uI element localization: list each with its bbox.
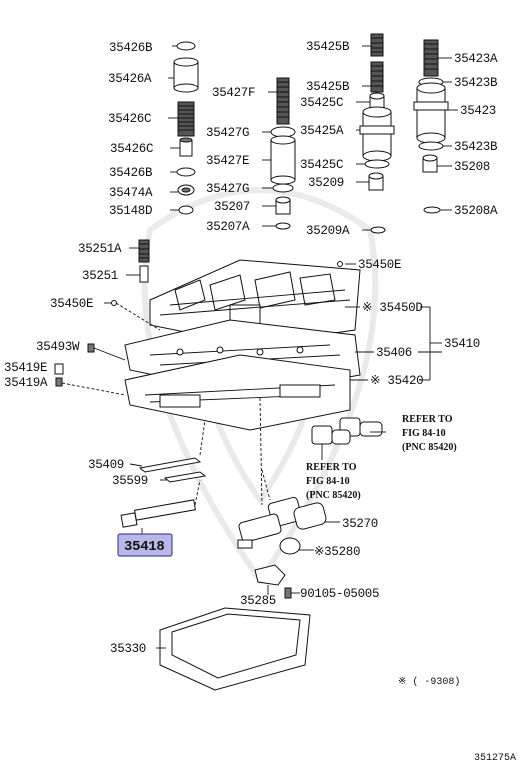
part-35423-sleeve [413,82,458,144]
part-35425A-sleeve [356,106,395,162]
label-35251[interactable]: 35251 [82,269,118,283]
label-35423B-1[interactable]: 35423B [454,76,498,90]
label-35425A[interactable]: 35425A [300,124,344,138]
label-35209A[interactable]: 35209A [306,224,350,238]
part-35148D [170,205,194,215]
label-35270[interactable]: 35270 [342,517,378,531]
part-35419A [55,377,126,396]
part-35425C-ring [356,159,390,169]
label-35493W[interactable]: 35493W [36,340,80,354]
label-35425B-1[interactable]: 35425B [306,40,350,54]
figure-code: 351275A [474,753,516,764]
refer-note-2-line2: FIG 84-10 [306,476,350,487]
label-35427E[interactable]: 35427E [206,154,250,168]
label-35251A[interactable]: 35251A [78,242,122,256]
part-35208 [422,154,452,173]
refer-note-1-line3: (PNC 85420) [402,442,457,453]
label-35423B-2[interactable]: 35423B [454,140,498,154]
part-35426B-top [172,41,196,51]
part-35425B-spring-mid [362,61,384,93]
label-35427G-1[interactable]: 35427G [206,126,250,140]
label-35426B-top[interactable]: 35426B [109,41,153,55]
label-35280[interactable]: ※35280 [314,545,360,559]
part-35423B-ring-bottom [418,141,452,151]
refer-note-2-line3: (PNC 85420) [306,490,361,501]
part-35599-plate [160,471,207,483]
label-35285[interactable]: 35285 [240,594,276,608]
label-35426A[interactable]: 35426A [108,72,152,86]
label-35425C-1[interactable]: 35425C [300,96,344,110]
part-35426C-piston [170,137,193,157]
label-35207[interactable]: 35207 [214,200,250,214]
part-35425C-piston [356,92,385,111]
label-35406[interactable]: 35406 [376,346,412,360]
part-35423A-spring [423,39,452,77]
valve-body-lower [124,354,351,431]
label-35426C-2[interactable]: 35426C [110,142,154,156]
label-35418-highlight [117,533,173,557]
valve-body-upper [149,259,361,346]
part-35474A [170,184,195,196]
label-35450D[interactable]: ※ 35450D [362,301,423,315]
label-35474A[interactable]: 35474A [109,186,153,200]
label-35207A[interactable]: 35207A [206,220,250,234]
part-35251-plug [126,265,149,283]
part-90105-bolt [284,587,300,599]
refer-note-2-line1: REFER TO [306,462,357,473]
refer-note-1-line1: REFER TO [402,414,453,425]
label-35419A[interactable]: 35419A [4,376,48,390]
part-35207A [262,222,291,230]
label-35419E[interactable]: 35419E [4,361,48,375]
part-35251A-spring [129,239,150,263]
label-35425B-2[interactable]: 35425B [306,80,350,94]
label-35208[interactable]: 35208 [454,160,490,174]
reference-note-1: REFER TO FIG 84-10 (PNC 85420) [402,414,457,453]
part-35427F-spring [268,77,290,125]
part-35280-solenoid [237,513,314,555]
solenoid-ref-2 [311,425,351,460]
footnote-production-date: ※ ( -9308) [398,676,460,688]
label-90105-05005[interactable]: 90105-05005 [300,587,380,601]
label-35427F[interactable]: 35427F [212,86,256,100]
label-35423A[interactable]: 35423A [454,52,498,66]
part-35418-tube [120,499,196,540]
part-35209A [362,226,386,234]
part-35419E [54,363,64,375]
label-35450E-1[interactable]: 35450E [358,258,402,272]
label-35427G-2[interactable]: 35427G [206,182,250,196]
part-35427E-sleeve [262,135,296,185]
part-35427G-ring-2 [262,183,294,193]
part-35426A-cap [168,57,199,93]
part-35427G-ring [262,126,296,138]
refer-note-1-line2: FIG 84-10 [402,428,446,439]
part-35426B-bottom [170,167,196,177]
part-35330-oil-pan [156,607,311,691]
label-35426C-1[interactable]: 35426C [108,112,152,126]
part-35208A [423,206,452,214]
reference-note-2: REFER TO FIG 84-10 (PNC 85420) [306,462,361,501]
label-35426B-bottom[interactable]: 35426B [109,166,153,180]
part-labels: 35426B 35426A 35426C 35426C 35426B 35474… [4,40,498,656]
label-35425C-2[interactable]: 35425C [300,158,344,172]
label-35423[interactable]: 35423 [460,104,496,118]
label-35599[interactable]: 35599 [112,474,148,488]
label-35420[interactable]: ※ 35420 [370,374,424,388]
label-35450E-2[interactable]: 35450E [50,297,94,311]
label-35209[interactable]: 35209 [308,176,344,190]
label-35410[interactable]: 35410 [444,337,480,351]
part-35209 [356,172,384,191]
part-35426C-spring [168,101,195,137]
label-35418[interactable]: 35418 [124,539,165,555]
label-35409[interactable]: 35409 [88,458,124,472]
part-35409-bracket [129,457,202,473]
part-35425B-spring-top [362,33,384,57]
label-35148D[interactable]: 35148D [109,204,153,218]
label-35208A[interactable]: 35208A [454,204,498,218]
part-35493W [87,343,126,361]
part-35207 [262,196,291,215]
label-35330[interactable]: 35330 [110,642,146,656]
part-35285-clip [254,564,286,595]
